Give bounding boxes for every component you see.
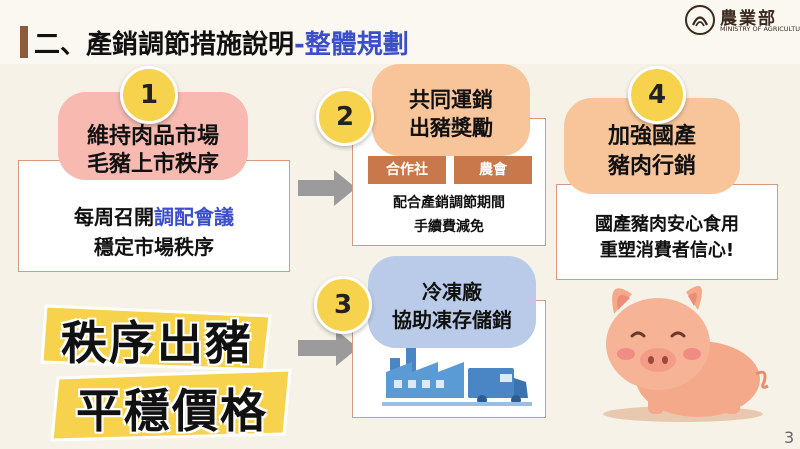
logo-name: 農業部 xyxy=(720,9,777,29)
step2-body-line1: 配合產銷調節期間 xyxy=(393,195,505,211)
page-title: 二、產銷調節措施說明-整體規劃 xyxy=(34,24,409,61)
step1-number-badge: 1 xyxy=(120,66,178,124)
ministry-logo: 農業部 MINISTRY OF AGRICULTURE xyxy=(682,4,800,36)
title-bar: 二、產銷調節措施說明-整體規劃 xyxy=(20,22,580,62)
step4-heading-line2: 豬肉行銷 xyxy=(607,154,696,179)
step4-number-badge: 4 xyxy=(628,66,686,124)
step3-heading-line1: 冷凍廠 xyxy=(422,280,482,304)
step4-body-line2: 重塑消費者信心! xyxy=(599,240,735,261)
step1-heading-line2: 毛豬上市秩序 xyxy=(86,152,219,177)
step1-body-line1: 每周召開調配會議 xyxy=(18,201,290,230)
title-accent-bar xyxy=(20,26,28,58)
page-number: 3 xyxy=(784,428,795,447)
arrow-down-right-icon xyxy=(298,330,358,366)
step4-body-line1: 國產豬肉安心食用 xyxy=(595,214,739,235)
step2-tag-cooperative: 合作社 xyxy=(368,156,446,184)
slogan-line2: 平穩價格 xyxy=(76,384,268,438)
step4-box xyxy=(556,184,778,280)
step1-body-line2: 穩定市場秩序 xyxy=(94,235,214,259)
step2-tag-farmers-assoc: 農會 xyxy=(454,156,532,184)
step2-heading-line1: 共同運銷 xyxy=(409,88,493,112)
arrow-right-icon xyxy=(298,170,356,206)
step3-heading-line2: 協助凍存儲銷 xyxy=(392,308,512,332)
logo-english: MINISTRY OF AGRICULTURE xyxy=(720,25,800,33)
step3-heading-pill xyxy=(368,256,536,348)
header xyxy=(0,0,800,64)
factory-truck-icon xyxy=(382,348,532,406)
step1-body-pre: 每周召開 xyxy=(74,205,154,229)
slogan-line1: 秩序出豬 xyxy=(61,316,253,370)
step2-heading-line2: 出豬獎勵 xyxy=(409,116,493,140)
slogan-banner xyxy=(40,304,292,442)
step1-body-highlight: 調配會議 xyxy=(154,205,234,229)
step2-number-badge: 2 xyxy=(316,88,374,146)
title-sub: -整體規劃 xyxy=(294,30,409,60)
ministry-emblem-icon xyxy=(685,5,715,35)
title-main: 二、產銷調節措施說明 xyxy=(34,30,295,60)
step4-heading-line1: 加強國產 xyxy=(607,124,696,149)
step1-heading-line1: 維持肉品市場 xyxy=(86,124,219,149)
step2-body-line2: 手續費減免 xyxy=(414,219,484,235)
pig-illustration-icon xyxy=(603,286,769,422)
step3-number-badge: 3 xyxy=(314,276,372,334)
step2-heading-pill xyxy=(372,64,530,156)
